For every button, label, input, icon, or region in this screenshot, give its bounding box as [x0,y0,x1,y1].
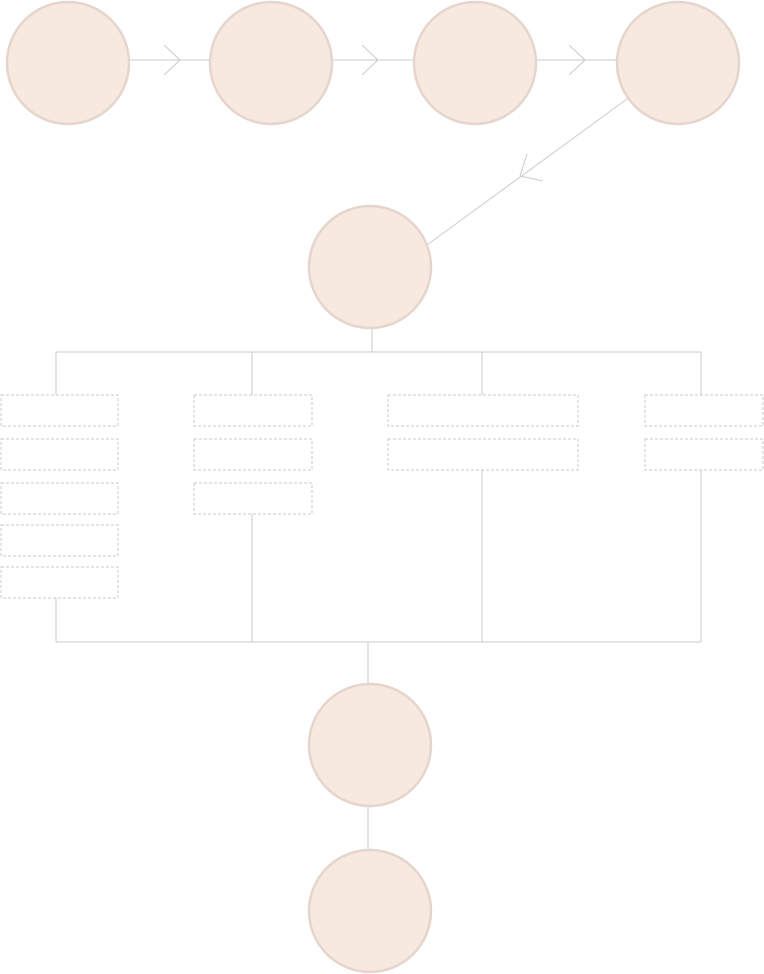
branch-item-box [387,438,579,471]
arrowhead-icon [568,44,586,76]
node-merge-circle [307,682,433,808]
branch-2 [193,394,313,515]
branch-1 [0,394,119,599]
node-hub[interactable] [307,204,433,330]
arrowhead-icon [361,44,379,76]
node-step-1-circle [5,0,131,126]
node-step-4[interactable] [615,0,741,126]
node-hub-circle [307,204,433,330]
branch-item-box [193,394,313,427]
node-end[interactable] [307,848,433,974]
branch-item-box [0,482,119,515]
arrowhead-icon [163,44,181,76]
edge-step-4-to-hub [426,98,628,246]
node-step-2[interactable] [208,0,334,126]
node-step-4-circle [615,0,741,126]
branch-item-box [387,394,579,427]
branch-item[interactable] [387,438,579,471]
branch-item-box [193,438,313,471]
branch-item[interactable] [193,394,313,427]
branch-item[interactable] [0,566,119,599]
node-step-1[interactable] [5,0,131,126]
node-merge[interactable] [307,682,433,808]
branch-item[interactable] [193,482,313,515]
branch-4 [644,394,764,471]
node-step-3[interactable] [412,0,538,126]
node-step-2-circle [208,0,334,126]
branch-item-box [644,394,764,427]
branch-item-box [0,524,119,557]
branch-item-box [0,566,119,599]
branch-item[interactable] [0,394,119,427]
branch-item-box [644,438,764,471]
node-step-3-circle [412,0,538,126]
branch-item[interactable] [644,438,764,471]
branch-item-box [0,438,119,471]
branch-item[interactable] [0,524,119,557]
branch-3 [387,394,579,471]
branch-item[interactable] [644,394,764,427]
branch-item[interactable] [387,394,579,427]
branch-item[interactable] [193,438,313,471]
branch-item[interactable] [0,482,119,515]
arrowhead-icon [519,153,544,182]
node-end-circle [307,848,433,974]
branch-item-box [0,394,119,427]
branch-item[interactable] [0,438,119,471]
branch-item-box [193,482,313,515]
